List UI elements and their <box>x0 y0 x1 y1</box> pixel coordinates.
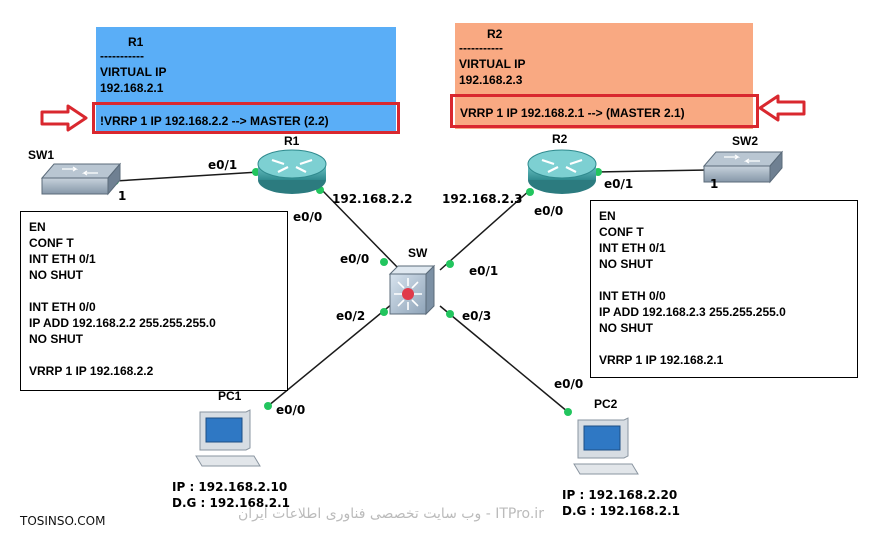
link-r2-sw <box>439 189 531 271</box>
dot-sw-e01 <box>446 260 454 268</box>
r1-panel-vip-label: VIRTUAL IP <box>100 65 167 79</box>
sw1-label: SW1 <box>28 148 55 162</box>
r1-config-line: NO SHUT <box>29 268 83 282</box>
dot-pc1 <box>264 402 272 410</box>
pc2-gateway: D.G : 192.168.2.1 <box>562 504 680 518</box>
r2-config-line: NO SHUT <box>599 321 653 335</box>
r2-config-line: CONF T <box>599 225 644 239</box>
multilayer-switch-icon[interactable] <box>388 264 436 316</box>
r1-config-line: INT ETH 0/0 <box>29 300 96 314</box>
arrow-left-icon <box>758 94 806 122</box>
watermark-left: TOSINSO.COM <box>20 514 106 528</box>
link-sw-pc1 <box>267 303 393 407</box>
r2-config-line: NO SHUT <box>599 257 653 271</box>
r2-e01-label: e0/1 <box>604 177 634 191</box>
r2-panel-vip-label: VIRTUAL IP <box>459 57 526 71</box>
r1-panel-vip: 192.168.2.1 <box>100 81 164 95</box>
pc1-e00-label: e0/0 <box>276 403 306 417</box>
link-sw-pc2 <box>439 305 569 413</box>
r1-config-line: EN <box>29 220 46 234</box>
r1-e01-label: e0/1 <box>208 158 238 172</box>
sw-e03-label: e0/3 <box>462 309 492 323</box>
watermark-right: ITPro.ir - وب سایت تخصصی فناوری اطلاعات … <box>238 506 544 522</box>
sw-label: SW <box>408 246 428 260</box>
sw-e00-label: e0/0 <box>340 252 370 266</box>
dot-sw-e00 <box>380 258 388 266</box>
r1-ip-label: 192.168.2.2 <box>332 192 413 206</box>
r1-status-highlight <box>92 102 400 134</box>
r1-panel-title: R1 <box>128 35 144 49</box>
pc1-gateway: D.G : 192.168.2.1 <box>172 496 290 510</box>
dot-r2-e00 <box>526 188 534 196</box>
pc1-ip: IP : 192.168.2.10 <box>172 480 288 494</box>
dot-sw-e02 <box>380 308 388 316</box>
r1-vrrp-status: !VRRP 1 IP 192.168.2.2 --> MASTER (2.2) <box>100 114 329 128</box>
r2-label: R2 <box>552 132 568 146</box>
pc2-e00-label: e0/0 <box>554 377 584 391</box>
sw-e02-label: e0/2 <box>336 309 366 323</box>
router-icon[interactable] <box>257 149 327 194</box>
r1-config-line: IP ADD 192.168.2.2 255.255.255.0 <box>29 316 216 330</box>
pc-icon[interactable] <box>573 417 639 475</box>
pc2-label: PC2 <box>594 397 618 411</box>
r2-config-line: INT ETH 0/0 <box>599 289 666 303</box>
r2-config-box: EN CONF T INT ETH 0/1 NO SHUT INT ETH 0/… <box>590 200 858 378</box>
r2-info-panel: R2 ----------- VIRTUAL IP 192.168.2.3 <box>455 23 753 129</box>
switch-icon[interactable] <box>40 162 122 196</box>
arrow-right-icon <box>40 104 88 132</box>
r1-panel-divider: ----------- <box>100 49 144 63</box>
sw2-port-label: 1 <box>710 177 719 191</box>
link-sw1-r1 <box>114 171 261 182</box>
r2-config-line: VRRP 1 IP 192.168.2.1 <box>599 353 724 367</box>
sw-e01-label: e0/1 <box>469 264 499 278</box>
r1-config-line: NO SHUT <box>29 332 83 346</box>
r1-info-panel: R1 ----------- VIRTUAL IP 192.168.2.1 <box>96 27 396 131</box>
r2-ip-label: 192.168.2.3 <box>442 192 523 206</box>
link-r2-sw2 <box>595 169 709 173</box>
r2-e00-label: e0/0 <box>534 204 564 218</box>
r1-config-line: VRRP 1 IP 192.168.2.2 <box>29 364 154 378</box>
r2-panel-title: R2 <box>487 27 503 41</box>
r2-panel-divider: ----------- <box>459 41 503 55</box>
r2-config-line: IP ADD 192.168.2.3 255.255.255.0 <box>599 305 786 319</box>
dot-pc2 <box>564 408 572 416</box>
dot-sw-e03 <box>446 310 454 318</box>
r2-config-line: INT ETH 0/1 <box>599 241 666 255</box>
sw1-port-label: 1 <box>118 189 127 203</box>
r2-vrrp-status: VRRP 1 IP 192.168.2.1 --> (MASTER 2.1) <box>460 106 685 120</box>
pc2-ip: IP : 192.168.2.20 <box>562 488 678 502</box>
r1-config-line: INT ETH 0/1 <box>29 252 96 266</box>
router-icon[interactable] <box>527 149 597 194</box>
pc1-label: PC1 <box>218 389 242 403</box>
pc-icon[interactable] <box>195 409 261 467</box>
r1-e00-label: e0/0 <box>293 210 323 224</box>
r2-status-highlight <box>450 94 759 128</box>
r2-config-line: EN <box>599 209 616 223</box>
links <box>114 169 709 413</box>
r1-label: R1 <box>284 134 300 148</box>
r2-panel-vip: 192.168.2.3 <box>459 73 523 87</box>
link-r1-sw <box>319 187 403 273</box>
r1-config-line: CONF T <box>29 236 74 250</box>
switch-icon[interactable] <box>702 150 784 184</box>
r1-config-box: EN CONF T INT ETH 0/1 NO SHUT INT ETH 0/… <box>20 211 288 391</box>
sw2-label: SW2 <box>732 134 759 148</box>
